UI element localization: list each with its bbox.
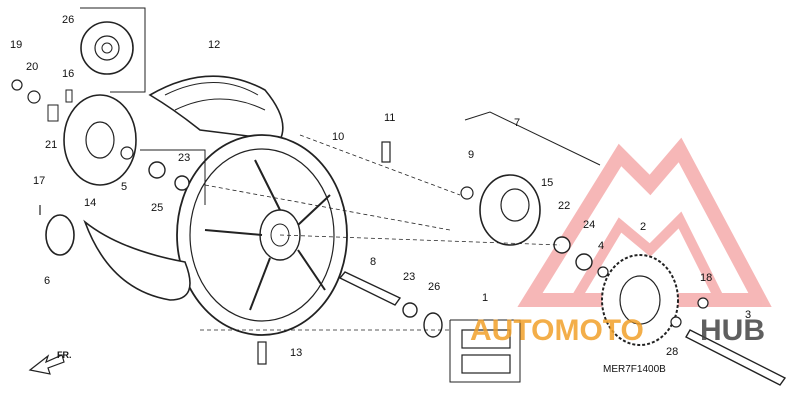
tire <box>148 75 284 141</box>
part-label: 16 <box>62 68 74 80</box>
part-label: 5 <box>121 181 127 193</box>
watermark-brand-secondary: HUB <box>700 314 765 347</box>
part-label: 3 <box>745 309 751 321</box>
part-label: 15 <box>541 177 553 189</box>
part-label: 12 <box>208 39 220 51</box>
splash-guard <box>83 219 191 301</box>
part-label: 23 <box>178 152 190 164</box>
sprocket-hub <box>460 111 609 278</box>
part-label: 25 <box>151 202 163 214</box>
part-label: 18 <box>700 272 712 284</box>
diagram-code: MER7F1400B <box>603 364 666 375</box>
part-labels: 26 19 20 16 21 12 11 10 23 5 17 14 25 6 … <box>10 14 751 375</box>
guide-lines <box>200 134 561 331</box>
direction-label: FR. <box>57 350 72 360</box>
part-label: 22 <box>558 200 570 212</box>
part-label: 4 <box>598 240 604 252</box>
bearings <box>140 149 206 205</box>
part-label: 26 <box>62 14 74 26</box>
part-label: 23 <box>403 271 415 283</box>
wheel-rim <box>176 134 348 336</box>
part-label: 26 <box>428 281 440 293</box>
part-label: 2 <box>640 221 646 233</box>
part-label: 17 <box>33 175 45 187</box>
damper-set <box>449 319 521 383</box>
part-label: 11 <box>384 112 395 124</box>
small-parts <box>11 79 134 256</box>
rear-brake-disc <box>63 94 137 186</box>
part-label: 1 <box>482 292 488 304</box>
direction-arrow: FR. <box>28 350 72 375</box>
part-label: 20 <box>26 61 38 73</box>
part-label: 7 <box>514 117 520 129</box>
watermark-text: AUTOMOTO HUB <box>470 314 765 347</box>
part-label: 21 <box>45 139 57 151</box>
axle-collar <box>338 271 443 338</box>
watermark-brand-primary: AUTOMOTO <box>470 314 644 347</box>
sprocket <box>601 254 679 346</box>
part-label: 10 <box>332 131 344 143</box>
brake-disc-group <box>80 7 146 93</box>
watermark-logo <box>517 137 772 307</box>
part-label: 8 <box>370 256 376 268</box>
part-label: 28 <box>666 346 678 358</box>
valve-and-clip <box>257 141 391 365</box>
part-label: 9 <box>468 149 474 161</box>
part-label: 19 <box>10 39 22 51</box>
part-label: 14 <box>84 197 96 209</box>
part-label: 13 <box>290 347 302 359</box>
part-label: 24 <box>583 219 595 231</box>
axle <box>670 297 787 386</box>
part-label: 6 <box>44 275 50 287</box>
